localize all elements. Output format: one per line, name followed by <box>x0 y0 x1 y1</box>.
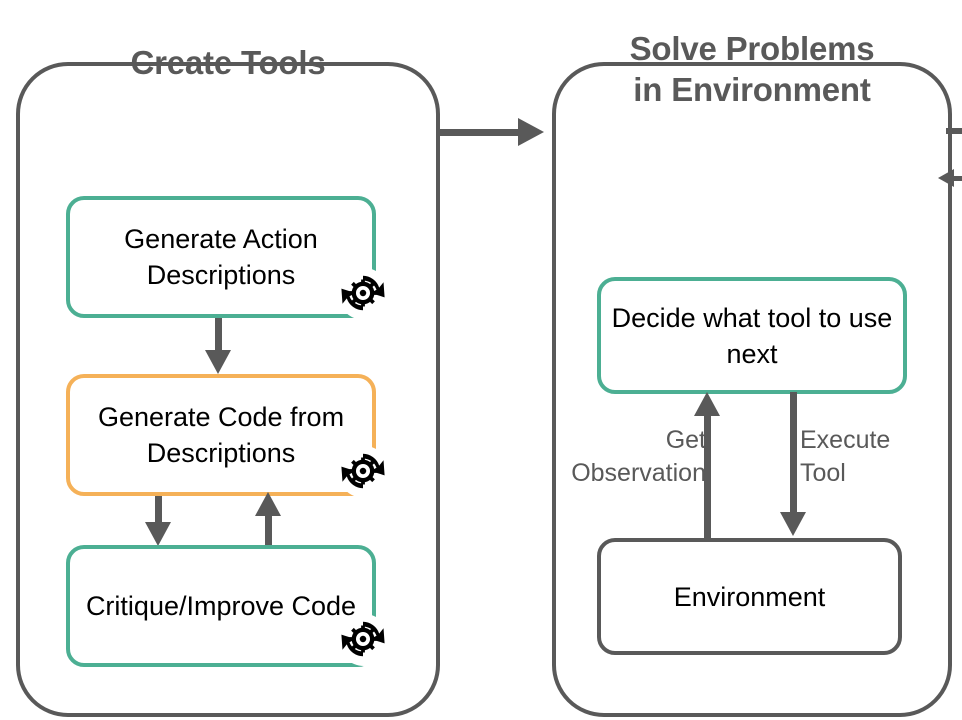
label-execute-tool-line-1: Execute <box>800 426 891 454</box>
label-get-observation: Get Observation <box>548 424 706 490</box>
arrow-execute-tool-line <box>790 392 797 520</box>
box-generate-action-descriptions[interactable]: Generate Action Descriptions <box>66 196 376 318</box>
box-critique-improve-code-label: Critique/Improve Code <box>85 591 357 621</box>
gear-refresh-icon <box>336 612 390 666</box>
box-generate-code-from-descriptions[interactable]: Generate Code from Descriptions <box>66 374 376 496</box>
panel-create-tools-title: Create Tools <box>130 44 326 81</box>
panel-solve-problems-title: Solve Problems in Environment <box>552 28 952 110</box>
panel-solve-problems-title-line-2: in Environment <box>633 71 871 108</box>
clipped-connector-bottom-head <box>938 169 954 187</box>
panel-create-tools <box>16 62 440 717</box>
arrow-create-to-solve-head <box>518 118 544 146</box>
arrow-critique-to-code-line <box>265 512 272 546</box>
arrow-code-to-critique-line <box>155 496 162 528</box>
gear-refresh-icon <box>336 444 390 498</box>
label-get-observation-line-1: Get <box>665 426 706 454</box>
box-decide-what-tool-label: Decide what tool to use next <box>611 302 893 369</box>
panel-solve-problems-in-environment <box>552 62 952 717</box>
box-environment[interactable]: Environment <box>597 538 902 655</box>
label-execute-tool-line-2: Tool <box>800 459 846 487</box>
label-get-observation-line-2: Observation <box>571 459 706 487</box>
arrow-code-to-critique-head <box>145 522 171 546</box>
label-execute-tool: Execute Tool <box>800 424 940 490</box>
arrow-get-observation-line <box>704 412 711 540</box>
box-critique-improve-code[interactable]: Critique/Improve Code <box>66 545 376 667</box>
arrow-get-observation-head <box>694 392 720 416</box>
box-generate-action-descriptions-label: Generate Action Descriptions <box>124 224 318 290</box>
box-environment-label: Environment <box>673 581 826 612</box>
clipped-connector-top <box>946 128 962 134</box>
box-decide-what-tool[interactable]: Decide what tool to use next <box>597 277 907 394</box>
clipped-connector-bottom-line <box>952 176 962 181</box>
arrow-action-to-code-head <box>205 350 231 374</box>
box-generate-code-from-descriptions-label: Generate Code from Descriptions <box>97 402 345 468</box>
arrow-create-to-solve-line <box>440 129 530 136</box>
arrow-execute-tool-head <box>780 512 806 536</box>
arrow-critique-to-code-head <box>255 492 281 516</box>
panel-solve-problems-title-line-1: Solve Problems <box>629 30 875 67</box>
arrow-action-to-code-line <box>215 318 222 356</box>
gear-refresh-icon <box>336 266 390 320</box>
